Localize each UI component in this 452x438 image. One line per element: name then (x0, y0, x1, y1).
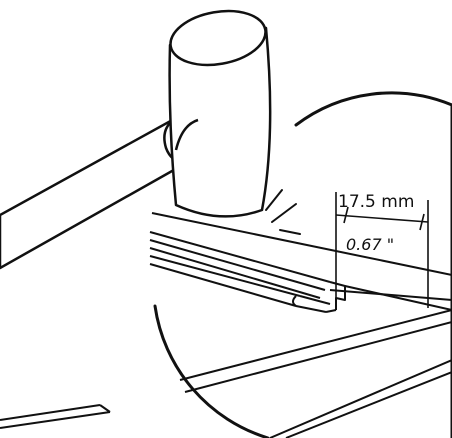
impact-lines-icon (265, 189, 301, 235)
measure-metric-label: 17.5 mm (338, 192, 414, 212)
floor-edge (0, 404, 111, 429)
detail-circle (153, 91, 452, 438)
measure-imperial-label: 0.67 " (346, 235, 394, 254)
deck-panels (179, 289, 452, 438)
edge-profile-strip (149, 212, 452, 313)
mallet-head (168, 9, 272, 218)
dimension-lines (335, 192, 429, 308)
